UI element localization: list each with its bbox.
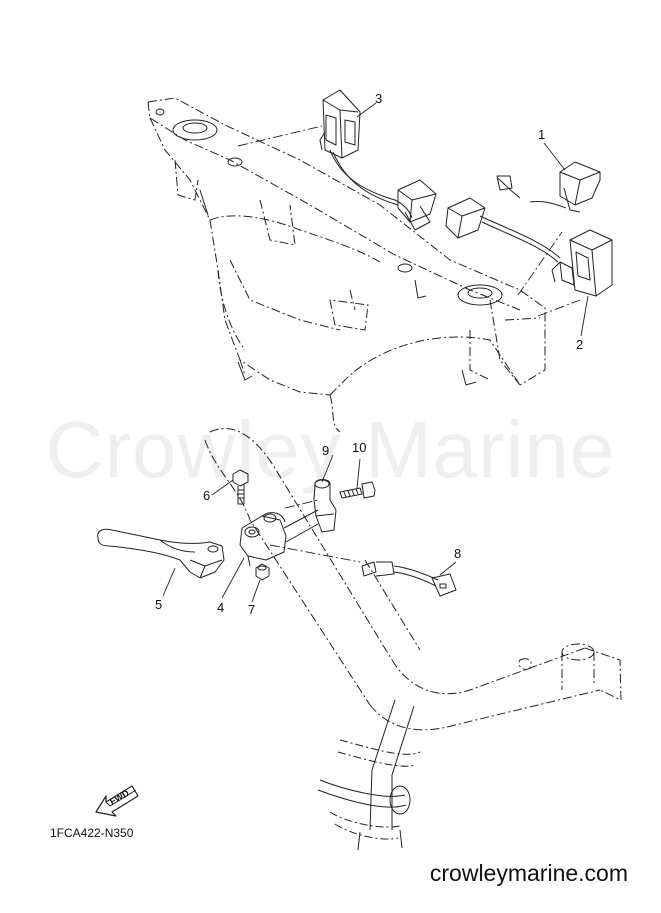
handlebar-cover	[147, 97, 546, 433]
callout-1: 1	[538, 127, 545, 142]
cover-holes	[155, 108, 503, 386]
leader-lines	[237, 125, 581, 563]
diagram-code: 1FCA422-N350	[50, 826, 134, 840]
callout-9: 9	[322, 443, 329, 458]
site-url: crowleymarine.com	[429, 860, 628, 886]
fwd-arrow-icon: FWD	[95, 785, 139, 817]
part-9-clamp	[313, 479, 337, 533]
part-8-cable	[361, 561, 457, 597]
callout-3: 3	[375, 91, 382, 106]
part-5-lever	[97, 528, 225, 579]
part-10-screw	[339, 481, 376, 499]
callout-4: 4	[217, 600, 224, 615]
part-7-nut	[255, 563, 270, 581]
watermark-text: Crowley Marine	[45, 405, 616, 494]
frame-tube	[204, 427, 622, 731]
part-6-bolt	[232, 469, 249, 505]
callout-5: 5	[155, 597, 162, 612]
callout-7: 7	[248, 602, 255, 617]
part-4-holder	[239, 509, 319, 567]
callout-8: 8	[454, 546, 461, 561]
callout-6: 6	[203, 488, 210, 503]
steering-column	[317, 699, 421, 851]
part-3-switch	[319, 89, 437, 231]
callout-2: 2	[576, 337, 583, 352]
part-2-housing	[551, 229, 613, 297]
callout-leaders	[162, 102, 589, 603]
callout-10: 10	[352, 440, 366, 455]
part-1-switch	[445, 161, 601, 263]
